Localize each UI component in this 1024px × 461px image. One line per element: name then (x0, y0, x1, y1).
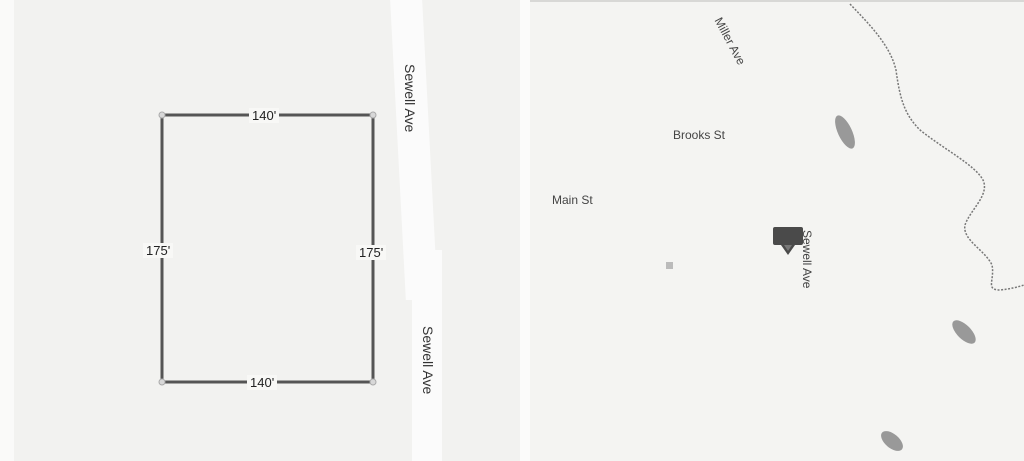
lot-left-dimension: 175' (143, 243, 174, 258)
panel-divider (520, 0, 530, 461)
lot-right-dimension: 175' (356, 245, 387, 260)
map-top-border (530, 0, 1024, 2)
location-pin-icon[interactable] (772, 226, 804, 256)
sewell-ave-road-lower (412, 250, 442, 461)
lot-corner-handle (158, 111, 166, 119)
pond (952, 320, 976, 344)
stream-line (849, 3, 1024, 291)
brooks-st-label: Brooks St (673, 128, 726, 142)
main-st-label: Main St (552, 193, 593, 207)
lot-dimension-map-panel: 140' 140' 175' 175' Sewell Ave Sewell Av… (0, 0, 442, 461)
lot-corner-handle (369, 378, 377, 386)
lot-corner-handle (158, 378, 166, 386)
lot-top-dimension: 140' (249, 108, 280, 123)
poi-marker (666, 262, 673, 269)
pond (835, 115, 855, 149)
scan-edge (0, 0, 14, 461)
lot-corner-handle (369, 111, 377, 119)
lot-bottom-dimension: 140' (247, 375, 278, 390)
pond (881, 431, 903, 451)
